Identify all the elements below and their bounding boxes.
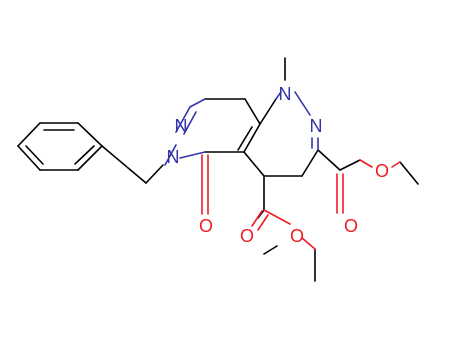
atom-o-ketone: O <box>199 216 213 236</box>
atom-n-methyl: N <box>279 84 292 104</box>
atom-n-ring-right: N <box>310 116 323 136</box>
atom-o-ester-right-carbonyl: O <box>344 216 358 236</box>
atom-o-ester-right-ether: O <box>375 161 389 181</box>
oxygen-bonds <box>201 154 401 250</box>
atom-o-ester-bottom-carbonyl: O <box>240 226 254 246</box>
atom-n-benzyl: N <box>167 147 180 167</box>
carbon-bonds <box>17 57 419 282</box>
atom-n-ring-left: N <box>175 116 188 136</box>
atom-o-ester-bottom-ether: O <box>290 226 304 246</box>
nitrogen-bonds <box>164 91 319 166</box>
